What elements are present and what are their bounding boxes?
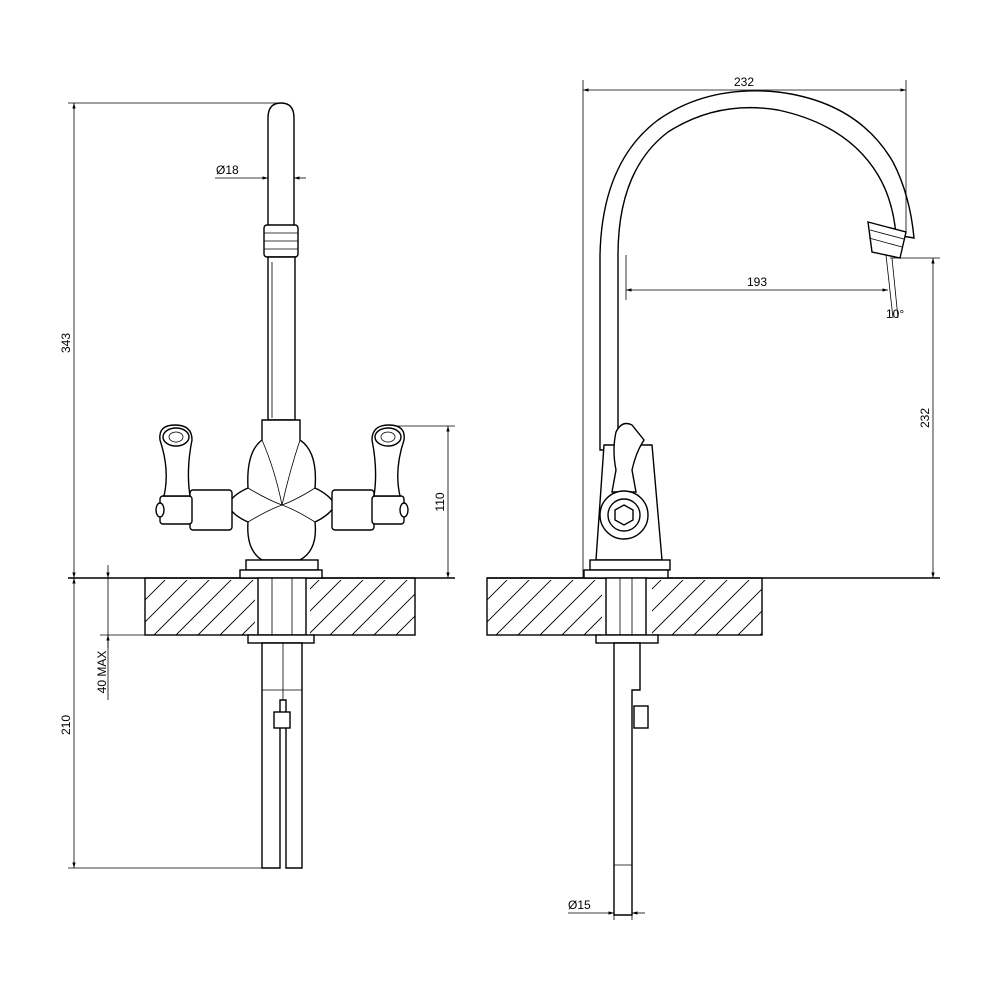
- dim-overall-width: 232: [734, 75, 754, 89]
- dim-spout-diameter: Ø18: [216, 163, 239, 177]
- hatch-line: [395, 615, 415, 635]
- hatch-line: [737, 610, 762, 635]
- front-right-handle: [331, 424, 409, 531]
- hatch-line: [487, 580, 530, 623]
- front-left-handle: [155, 424, 233, 531]
- dim-handle-height: 110: [433, 492, 447, 511]
- front-spout: [263, 102, 299, 421]
- side-body: [583, 422, 671, 579]
- side-dimensions: 232 193 10° 232 Ø15: [568, 75, 940, 920]
- dim-spout-reach: 193: [747, 275, 767, 289]
- hatch-line: [197, 580, 254, 635]
- dim-deck-thickness: 40 MAX: [95, 651, 109, 694]
- dim-height-total: 343: [59, 333, 73, 353]
- hatch-line: [145, 580, 188, 623]
- hatch-line: [351, 580, 408, 635]
- hatch-line: [430, 578, 487, 635]
- front-view: 343 210 40 MAX 110 Ø18: [59, 102, 455, 869]
- front-shank: [247, 577, 315, 869]
- hatch-line: [693, 580, 750, 635]
- dim-pipe-diameter: Ø15: [568, 898, 591, 912]
- hatch-line: [307, 580, 364, 635]
- dim-shank-length: 210: [59, 715, 73, 735]
- hatch-line: [329, 580, 386, 635]
- dim-spout-height: 232: [918, 408, 932, 428]
- front-dimensions: 343 210 40 MAX 110 Ø18: [59, 102, 455, 869]
- hatch-line: [517, 580, 574, 635]
- side-deck: [430, 577, 940, 636]
- hatch-line: [175, 580, 232, 635]
- hatch-line: [88, 578, 145, 635]
- side-view: 232 193 10° 232 Ø15: [430, 75, 940, 920]
- hatch-line: [145, 580, 166, 601]
- hatch-line: [153, 580, 210, 635]
- hatch-line: [539, 580, 596, 635]
- side-spout: [599, 90, 915, 451]
- hatch-line: [715, 588, 762, 635]
- hatch-line: [495, 580, 552, 635]
- front-body: [227, 419, 336, 579]
- hatch-line: [373, 593, 415, 635]
- dim-spout-angle: 10°: [886, 307, 904, 321]
- hatch-line: [487, 580, 508, 601]
- hatch-line: [671, 580, 728, 635]
- hatch-line: [649, 580, 706, 635]
- hatch-line: [759, 632, 762, 635]
